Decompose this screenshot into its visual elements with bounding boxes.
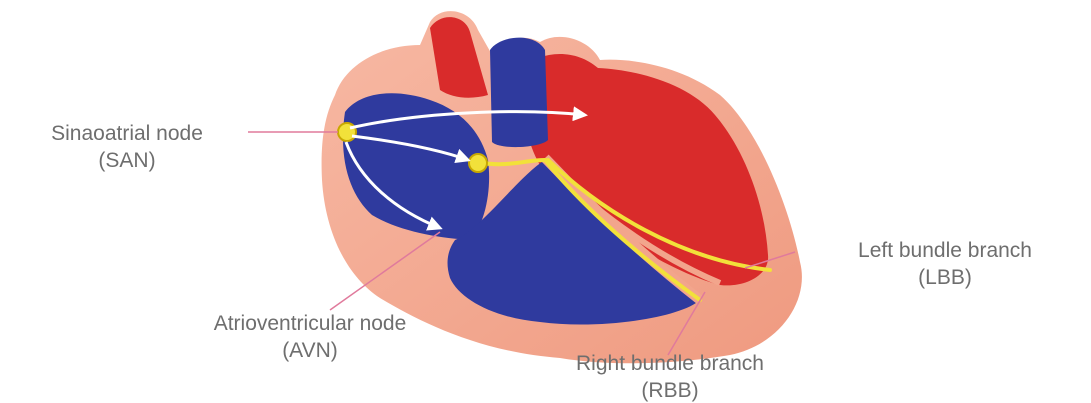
label-right-bundle-branch: Right bundle branch (RBB): [520, 350, 820, 403]
sa-node: [338, 123, 356, 141]
label-lbb-name: Left bundle branch: [800, 237, 1090, 264]
label-lbb-abbr: (LBB): [800, 264, 1090, 291]
vena-cava: [490, 38, 548, 147]
label-left-bundle-branch: Left bundle branch (LBB): [800, 237, 1090, 291]
label-san-abbr: (SAN): [2, 147, 252, 174]
label-avn-abbr: (AVN): [185, 337, 435, 364]
label-sinoatrial-node: Sinaoatrial node (SAN): [2, 120, 252, 174]
label-atrioventricular-node: Atrioventricular node (AVN): [185, 310, 435, 364]
label-avn-name: Atrioventricular node: [185, 310, 435, 337]
label-rbb-name: Right bundle branch: [520, 350, 820, 377]
av-node: [469, 154, 487, 172]
label-rbb-abbr: (RBB): [520, 377, 820, 403]
label-san-name: Sinaoatrial node: [2, 120, 252, 147]
